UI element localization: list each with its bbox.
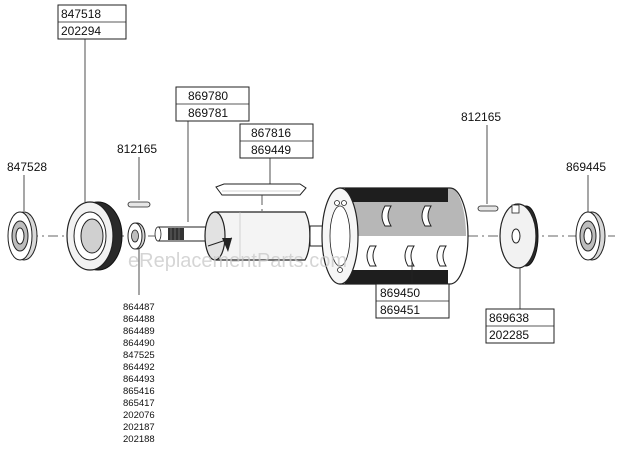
washer-part-number: 865417	[123, 398, 155, 409]
washer	[127, 222, 146, 250]
callout-blade-b: 869449	[251, 143, 291, 157]
cutterhead-drum	[309, 187, 469, 285]
callout-housing-a: 847518	[61, 7, 101, 21]
callout-bearing-right: 869445	[566, 160, 606, 174]
washer-part-number: 864488	[123, 314, 155, 325]
pin-left	[127, 201, 151, 208]
washer-part-number: 864493	[123, 374, 155, 385]
callout-end-cap-b: 202285	[489, 328, 529, 342]
callout-cutterhead-a: 869450	[380, 286, 420, 300]
housing-ring	[66, 201, 123, 271]
washer-part-number: 202188	[123, 434, 155, 445]
callout-shaft-b: 869781	[188, 106, 228, 120]
bearing-right	[575, 211, 606, 261]
callout-housing-b: 202294	[61, 24, 101, 38]
callout-blade-a: 867816	[251, 126, 291, 140]
callout-bearing-left: 847528	[7, 160, 47, 174]
end-cap	[499, 203, 539, 269]
callout-pin-right: 812165	[461, 110, 501, 124]
pin-right	[477, 205, 499, 212]
callout-end-cap-a: 869638	[489, 311, 529, 325]
bearing-left	[7, 211, 38, 261]
callout-pin-left: 812165	[117, 142, 157, 156]
washer-part-number: 864489	[123, 326, 155, 337]
watermark-text: eReplacementParts.com	[128, 250, 347, 272]
washer-part-number: 864492	[123, 362, 155, 373]
washer-part-number: 202187	[123, 422, 155, 433]
washer-part-number: 847525	[123, 350, 155, 361]
washer-part-number: 864490	[123, 338, 155, 349]
washer-part-number: 864487	[123, 302, 155, 313]
washer-part-number: 865416	[123, 386, 155, 397]
washer-part-number: 202076	[123, 410, 155, 421]
callout-cutterhead-b: 869451	[380, 303, 420, 317]
callout-shaft-a: 869780	[188, 89, 228, 103]
knife-blade	[215, 183, 307, 212]
shaft-assembly	[154, 211, 311, 261]
washer-part-list: 864487 864488 864489 864490 847525 86449…	[123, 302, 155, 445]
